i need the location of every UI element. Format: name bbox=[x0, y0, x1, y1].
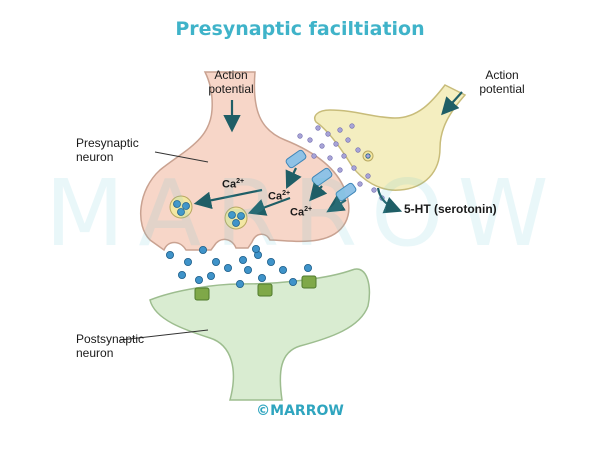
serotonin-dot bbox=[315, 125, 321, 131]
neurotransmitter-dot bbox=[303, 263, 312, 272]
ion-symbol: Ca bbox=[222, 178, 237, 191]
synaptic-vesicle bbox=[224, 206, 248, 230]
ion-charge: 2+ bbox=[236, 178, 245, 185]
serotonin-dot bbox=[325, 131, 331, 137]
postsynaptic-receptors bbox=[194, 275, 317, 301]
neurotransmitter-dot bbox=[223, 263, 232, 272]
calcium-label-1: Ca2+ bbox=[222, 178, 244, 191]
neurotransmitter-dot bbox=[211, 257, 220, 266]
serotonin-molecules bbox=[297, 123, 385, 201]
serotonin-dot bbox=[351, 165, 357, 171]
serotonin-dot bbox=[345, 137, 351, 143]
neurotransmitter-dot bbox=[206, 271, 215, 280]
neurotransmitter-dot bbox=[183, 257, 192, 266]
synaptic-vesicle bbox=[362, 150, 374, 162]
label-line: Presynaptic bbox=[76, 136, 139, 150]
label-line: Postsynaptic bbox=[76, 332, 145, 346]
ion-charge: 2+ bbox=[282, 190, 291, 197]
serotonin-dot bbox=[365, 173, 371, 179]
neurotransmitter-dot bbox=[238, 255, 247, 264]
serotonin-dot bbox=[371, 187, 377, 193]
neurotransmitter-dot bbox=[235, 279, 244, 288]
serotonin-dot bbox=[307, 137, 313, 143]
serotonin-dot bbox=[337, 167, 343, 173]
neurotransmitter-dot bbox=[177, 270, 186, 279]
diagram-title: Presynaptic faciltiation bbox=[175, 18, 425, 40]
serotonin-dot bbox=[327, 155, 333, 161]
calcium-label-3: Ca2+ bbox=[290, 206, 312, 219]
serotonin-arrow bbox=[376, 187, 403, 214]
serotonin-dot bbox=[311, 153, 317, 159]
postsynaptic-neuron-shape bbox=[149, 268, 371, 401]
serotonin-dot bbox=[337, 127, 343, 133]
serotonin-dot bbox=[349, 123, 355, 129]
serotonin-dot bbox=[319, 143, 325, 149]
action-potential-arrow-right bbox=[441, 91, 463, 116]
ion-charge: 2+ bbox=[304, 206, 313, 213]
label-line: potential bbox=[208, 82, 254, 96]
serotonin-label: 5-HT (serotonin) bbox=[404, 202, 497, 216]
neurotransmitter-dot bbox=[278, 265, 287, 274]
calcium-arrow-2 bbox=[247, 196, 291, 216]
serotonin-dot bbox=[355, 147, 361, 153]
calcium-channels bbox=[285, 149, 357, 202]
neurotransmitter-dot bbox=[198, 245, 207, 254]
copyright-mark: ©MARROW bbox=[256, 403, 344, 419]
neurotransmitter-dot bbox=[165, 250, 174, 259]
label-line: Action bbox=[485, 68, 519, 82]
presynaptic-neuron-shape bbox=[139, 71, 350, 252]
action-potential-label-left: Action potential bbox=[196, 68, 266, 96]
ion-symbol: Ca bbox=[290, 206, 305, 219]
serotonin-dot bbox=[297, 133, 303, 139]
neurotransmitter-molecules bbox=[165, 244, 312, 288]
label-line: Action bbox=[214, 68, 248, 82]
neurotransmitter-dot bbox=[243, 265, 252, 274]
neurotransmitter-dot bbox=[288, 277, 297, 286]
postsynaptic-neuron-label: Postsynaptic neuron bbox=[76, 332, 144, 360]
neurotransmitter-dot bbox=[194, 275, 203, 284]
serotonin-dot bbox=[333, 141, 339, 147]
label-line: neuron bbox=[76, 150, 114, 164]
axon-terminal-shape bbox=[314, 84, 467, 191]
channel-arrow-3 bbox=[326, 195, 347, 213]
label-line: potential bbox=[479, 82, 525, 96]
presynaptic-neuron-label: Presynaptic neuron bbox=[76, 136, 139, 164]
arrows bbox=[193, 91, 463, 216]
serotonin-dot bbox=[357, 181, 363, 187]
channel-arrow-2 bbox=[309, 182, 328, 202]
neurotransmitter-dot bbox=[257, 273, 266, 282]
channel-arrow-1 bbox=[285, 167, 302, 189]
ion-symbol: Ca bbox=[268, 190, 283, 203]
synaptic-vesicle bbox=[169, 195, 193, 219]
serotonin-dot bbox=[341, 153, 347, 159]
neurotransmitter-dot bbox=[251, 244, 260, 253]
calcium-arrow-1 bbox=[193, 188, 263, 209]
leader-lines bbox=[119, 151, 209, 341]
label-line: neuron bbox=[76, 346, 114, 360]
calcium-label-2: Ca2+ bbox=[268, 190, 290, 203]
action-potential-label-right: Action potential bbox=[462, 68, 542, 96]
neurotransmitter-dot bbox=[266, 257, 275, 266]
